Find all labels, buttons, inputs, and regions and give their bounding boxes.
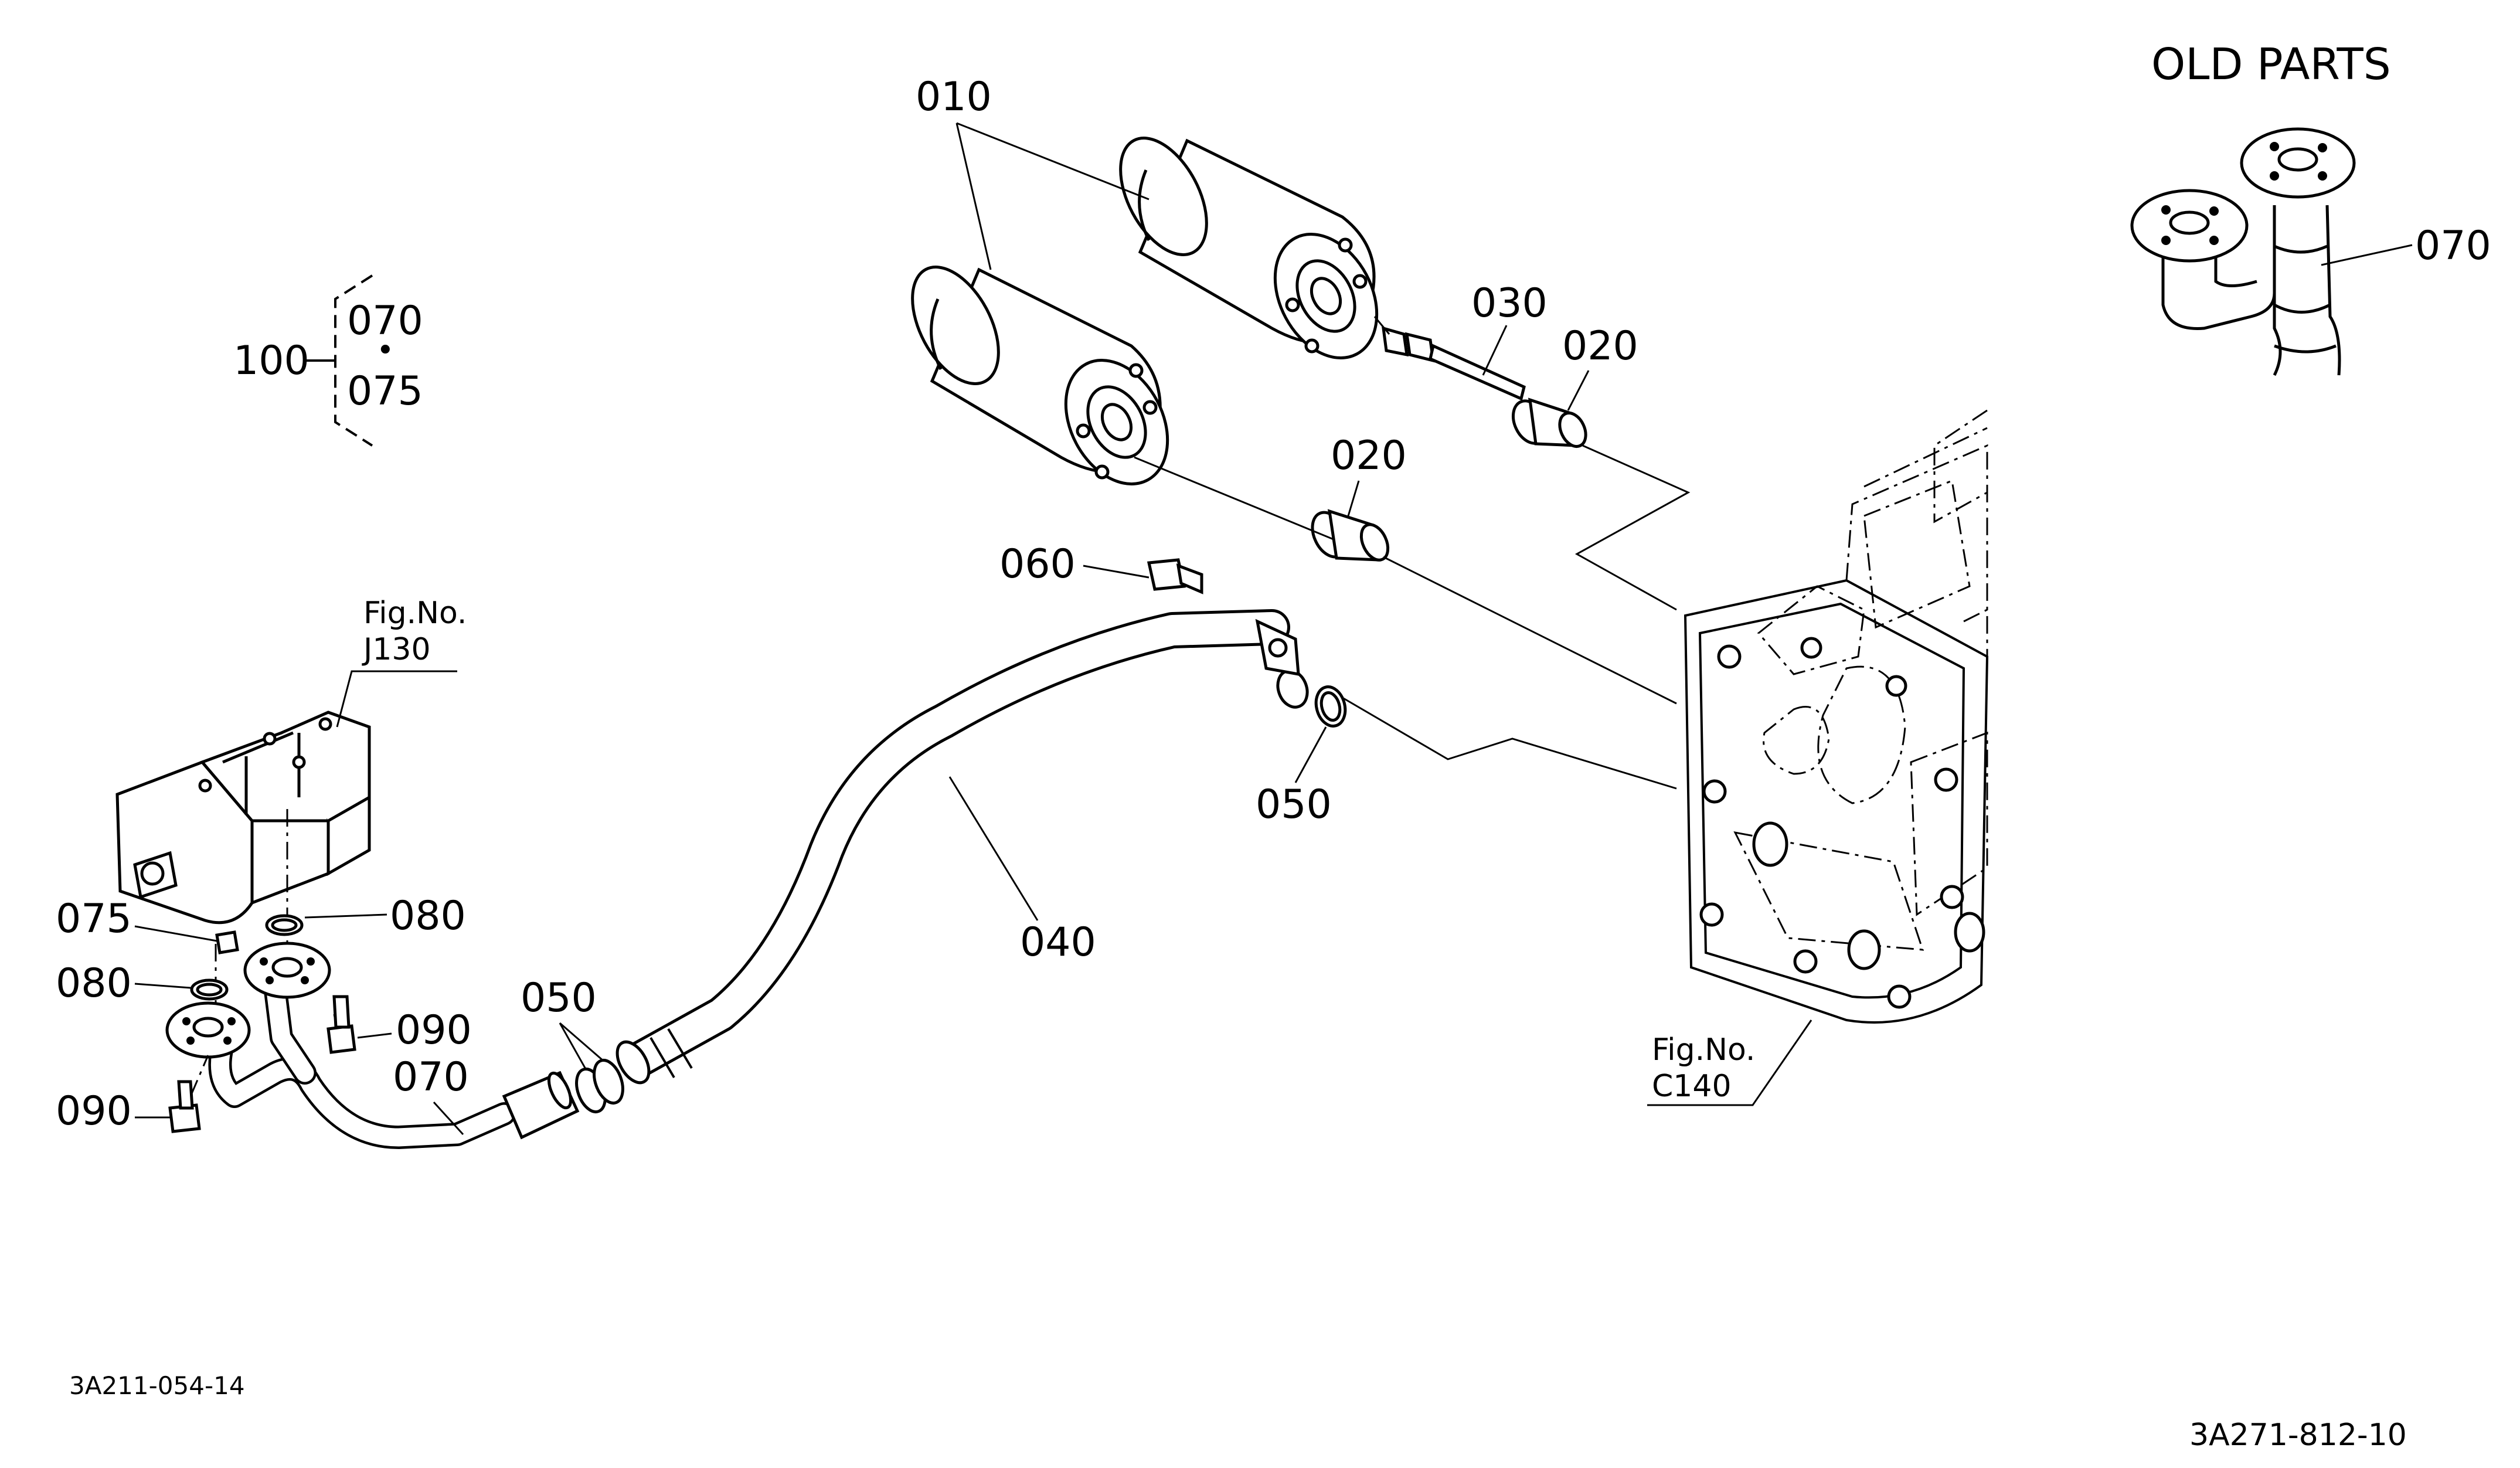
ref-case-line1: Fig.No. — [1652, 1032, 1755, 1068]
callout-090-left: 090 — [56, 1088, 132, 1134]
ref-pump-line2: J130 — [362, 632, 431, 667]
oil-filter-lower — [911, 266, 1169, 485]
callout-100: 100 — [233, 338, 310, 384]
set-group-separator: • — [376, 333, 395, 368]
callout-070-old: 070 — [2415, 223, 2491, 269]
set-group-member-075: 075 — [347, 368, 423, 414]
flange-lower — [165, 1001, 251, 1059]
o-ring-080-left — [190, 978, 229, 1001]
figure-code-left: 3A211-054-14 — [69, 1371, 245, 1400]
callout-080-right: 080 — [390, 893, 466, 939]
old-parts-title: OLD PARTS — [2151, 39, 2391, 90]
callout-020-lower: 020 — [1331, 433, 1407, 479]
adapter-020-lower — [1311, 509, 1390, 562]
old-parts-inset: OLD PARTS 070 — [2130, 39, 2491, 376]
pipe-070 — [208, 979, 580, 1149]
o-ring-050-upper — [1314, 685, 1347, 728]
figure-code-right: 3A271-812-10 — [2189, 1418, 2407, 1453]
callout-060: 060 — [999, 541, 1076, 587]
hose-040 — [615, 609, 1309, 1085]
ref-case-line2: C140 — [1652, 1069, 1732, 1104]
o-ring-080-right — [265, 914, 304, 936]
callout-075: 075 — [56, 896, 132, 942]
bolt-090-right — [327, 995, 356, 1054]
hydraulic-pump — [115, 711, 371, 925]
callout-010: 010 — [916, 74, 992, 120]
callout-030: 030 — [1471, 280, 1548, 327]
o-ring-050-lower — [575, 1059, 624, 1113]
plug-075 — [215, 930, 239, 954]
callout-040: 040 — [1020, 919, 1096, 966]
set-group-member-070: 070 — [347, 298, 423, 344]
flange-upper — [243, 942, 331, 999]
adapter-020-upper — [1511, 397, 1587, 448]
callout-050-lower: 050 — [521, 975, 597, 1021]
callout-090-right: 090 — [396, 1007, 472, 1054]
ref-pump-line1: Fig.No. — [363, 596, 467, 631]
callout-080-left: 080 — [56, 960, 132, 1007]
callout-020-upper: 020 — [1562, 323, 1638, 369]
stud-030 — [1382, 326, 1526, 401]
bolt-090-left — [168, 1080, 201, 1133]
callout-050-upper: 050 — [1256, 781, 1332, 828]
oil-filter-upper — [1119, 137, 1379, 359]
set-group-100: 100 070 • 075 — [233, 274, 423, 447]
bolt-060 — [1147, 558, 1203, 594]
callout-070-main: 070 — [393, 1054, 469, 1100]
transmission-case — [1684, 409, 1989, 1024]
